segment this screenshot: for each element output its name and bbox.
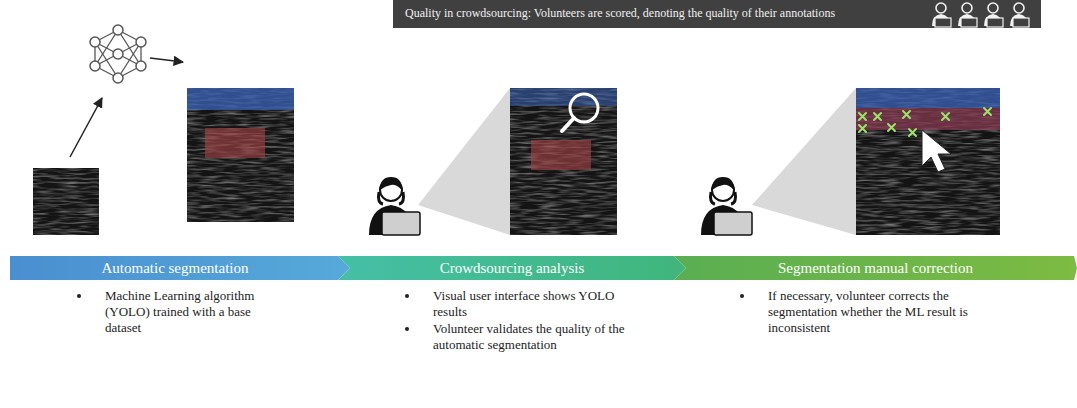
chevron-fill: [338, 256, 686, 280]
chevron-fill: [10, 256, 350, 280]
flow-arrow: [150, 58, 183, 62]
ultrasound-input: [33, 168, 99, 235]
stage-title: Segmentation manual correction: [778, 260, 973, 277]
banner-text: Quality in crowdsourcing: Volunteers are…: [405, 7, 835, 20]
zoom-wedge: [418, 88, 510, 235]
bullet-dot: [77, 294, 81, 298]
volunteers-icons: [927, 0, 1037, 28]
stage-title: Crowdsourcing analysis: [440, 260, 585, 277]
ultrasound-correction: [856, 88, 1000, 235]
stage-chevron: Automatic segmentation: [10, 256, 350, 280]
bullet-text: If necessary, volunteer corrects the seg…: [768, 288, 983, 336]
chevron-fill: [674, 256, 1077, 280]
bullet-text: Volunteer validates the quality of the a…: [433, 321, 643, 353]
volunteer-icon: [701, 177, 752, 235]
bullet-text: Visual user interface shows YOLO results: [433, 288, 643, 320]
banner-box: Quality in crowdsourcing: Volunteers are…: [393, 0, 1041, 28]
stage-chevron: Crowdsourcing analysis: [338, 256, 686, 280]
bullet-dot: [405, 327, 409, 331]
bullet-dot: [740, 294, 744, 298]
neural-network-icon: [90, 25, 146, 83]
stage-chevron: Segmentation manual correction: [674, 256, 1077, 280]
flow-arrow: [70, 98, 102, 157]
volunteer-icon: [369, 177, 420, 235]
ultrasound-review: [510, 88, 617, 235]
stage-title: Automatic segmentation: [101, 260, 248, 277]
bullet-text: Machine Learning algorithm (YOLO) traine…: [105, 288, 290, 336]
ultrasound-segmented: [187, 88, 294, 222]
zoom-wedge: [752, 88, 856, 235]
bullet-dot: [405, 294, 409, 298]
